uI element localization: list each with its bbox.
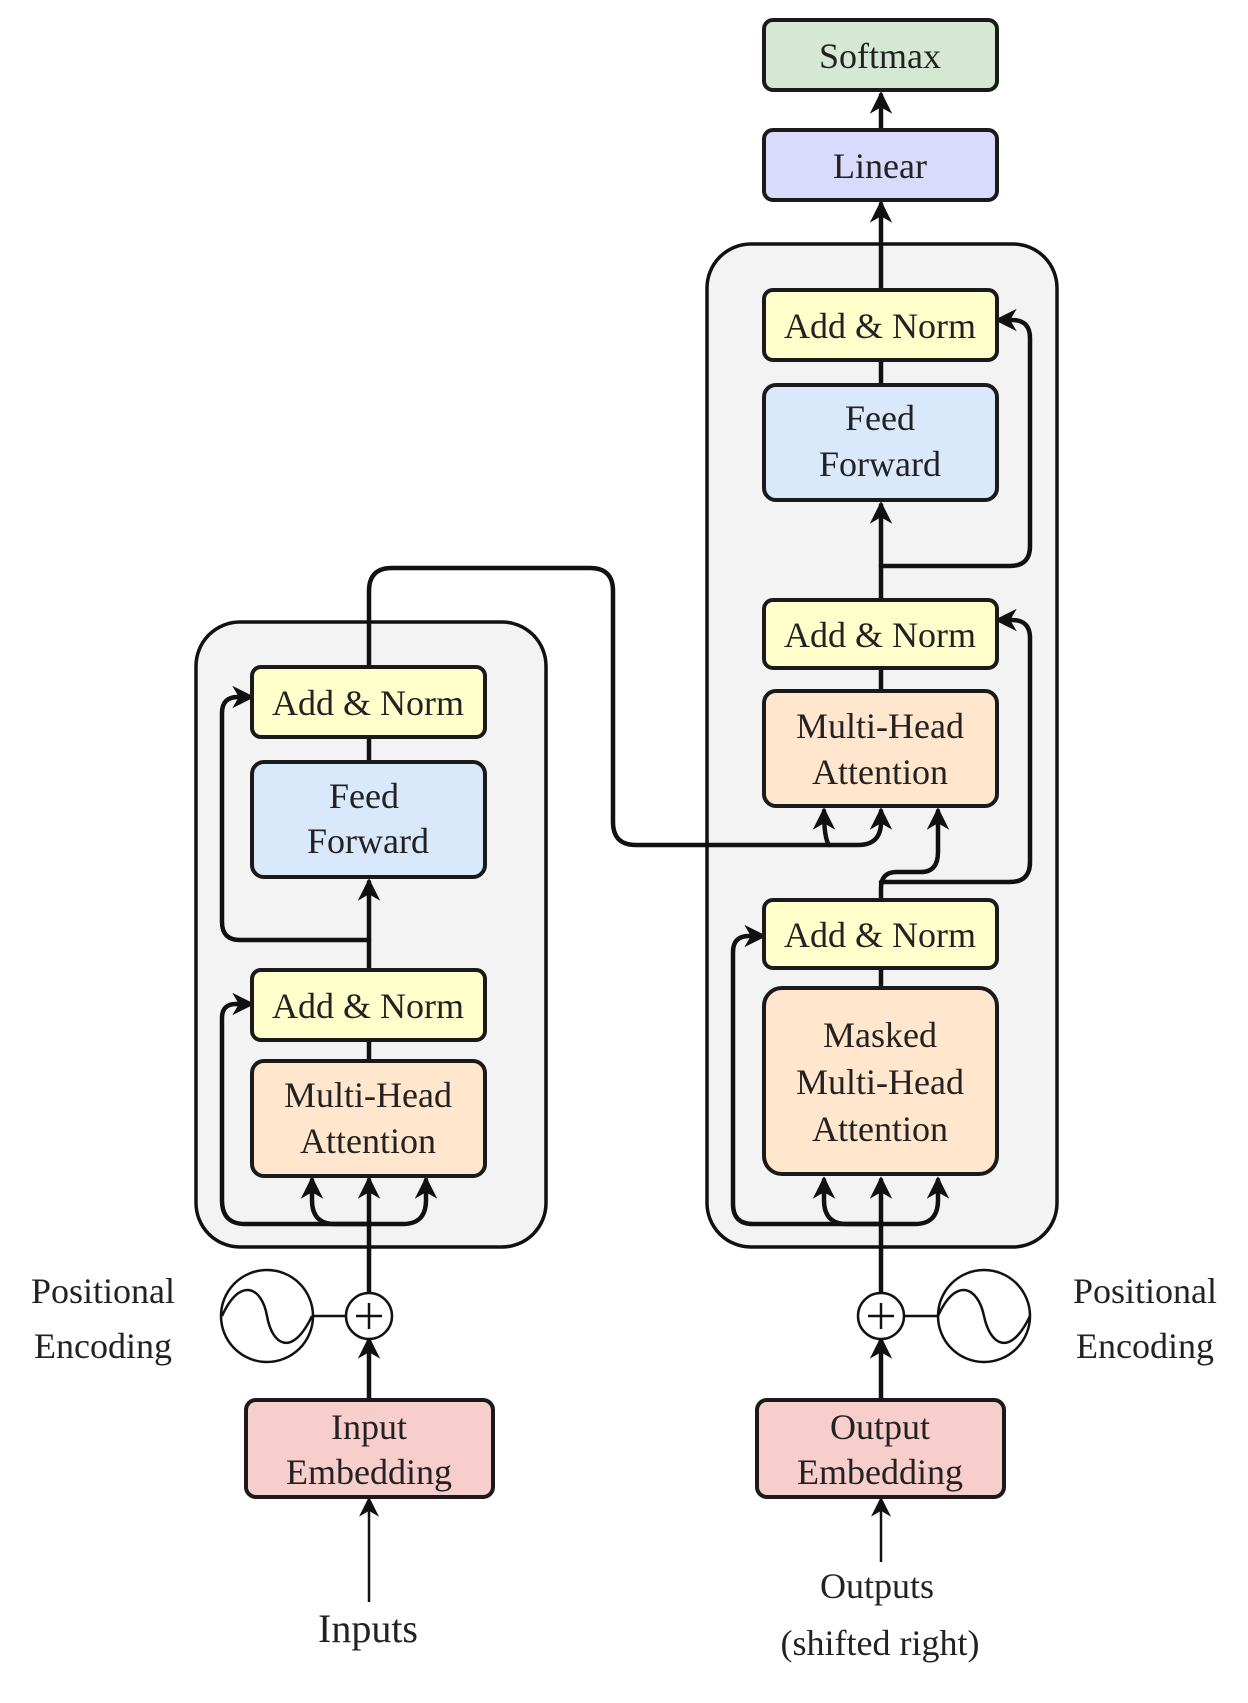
decoder-multi-head-attention: Multi-Head Attention: [762, 689, 999, 808]
decoder-masked-multi-head-attention: Masked Multi-Head Attention: [762, 986, 999, 1176]
masked-attention-label-line-3: Attention: [812, 1109, 948, 1149]
attention-box: [762, 689, 999, 808]
add-norm-label: Add & Norm: [784, 615, 976, 655]
input-embedding-block: Input Embedding: [244, 1398, 495, 1499]
sine-wave-icon: [936, 1288, 1032, 1344]
decoder-add-norm-top: Add & Norm: [762, 288, 999, 362]
input-embedding-box: [244, 1398, 495, 1499]
masked-attention-box: [762, 986, 999, 1176]
inputs-label: Inputs: [318, 1606, 418, 1651]
output-embedding-box: [755, 1398, 1006, 1499]
encoder-multi-head-attention: Multi-Head Attention: [250, 1059, 487, 1178]
decoder-feed-forward: Feed Forward: [762, 383, 999, 502]
decoder-positional-encoding-label-line-2: Encoding: [1076, 1326, 1214, 1366]
outputs-label-line-2: (shifted right): [781, 1623, 980, 1663]
decoder-add-norm-bottom: Add & Norm: [762, 898, 999, 970]
feed-forward-label-line-2: Forward: [307, 821, 429, 861]
encoder-feed-forward: Feed Forward: [250, 760, 487, 879]
attention-label-line-1: Multi-Head: [284, 1075, 452, 1115]
sine-wave-icon: [220, 1288, 314, 1344]
feed-forward-label-line-1: Feed: [329, 776, 399, 816]
outputs-label-line-1: Outputs: [820, 1566, 934, 1606]
add-norm-label: Add & Norm: [272, 683, 464, 723]
encoder-add-norm-bottom: Add & Norm: [250, 968, 487, 1042]
linear-box: [762, 128, 999, 202]
add-norm-label: Add & Norm: [272, 986, 464, 1026]
feed-forward-label-line-2: Forward: [819, 444, 941, 484]
plus-icon: [356, 1303, 382, 1329]
encoder-positional-encoding-label-line-1: Positional: [31, 1271, 175, 1311]
feed-forward-box: [250, 760, 487, 879]
softmax-box: [762, 18, 999, 92]
attention-label-line-2: Attention: [812, 752, 948, 792]
softmax-block: Softmax: [762, 18, 999, 92]
output-embedding-label-line-1: Output: [830, 1407, 930, 1447]
output-embedding-block: Output Embedding: [755, 1398, 1006, 1499]
encoder-add-norm-top: Add & Norm: [250, 665, 487, 739]
decoder-connectors: [730, 91, 1033, 1562]
output-embedding-label-line-2: Embedding: [797, 1452, 963, 1492]
add-norm-box: [762, 898, 999, 970]
encoder-connectors: [219, 565, 893, 1602]
input-embedding-label-line-2: Embedding: [286, 1452, 452, 1492]
masked-attention-label-line-1: Masked: [823, 1015, 937, 1055]
softmax-label: Softmax: [819, 36, 941, 76]
feed-forward-box: [762, 383, 999, 502]
decoder-add-norm-mid: Add & Norm: [762, 598, 999, 670]
add-norm-box: [762, 288, 999, 362]
plus-icon: [868, 1303, 894, 1329]
add-norm-label: Add & Norm: [784, 915, 976, 955]
masked-attention-label-line-2: Multi-Head: [796, 1062, 964, 1102]
attention-label-line-1: Multi-Head: [796, 706, 964, 746]
add-norm-label: Add & Norm: [784, 306, 976, 346]
add-norm-box: [250, 665, 487, 739]
feed-forward-label-line-1: Feed: [845, 398, 915, 438]
attention-label-line-2: Attention: [300, 1121, 436, 1161]
attention-box: [250, 1059, 487, 1178]
decoder-positional-encoding-label-line-1: Positional: [1073, 1271, 1217, 1311]
add-norm-box: [250, 968, 487, 1042]
linear-label: Linear: [833, 146, 927, 186]
linear-block: Linear: [762, 128, 999, 202]
encoder-positional-encoding-label-line-2: Encoding: [34, 1326, 172, 1366]
add-norm-box: [762, 598, 999, 670]
input-embedding-label-line-1: Input: [331, 1407, 407, 1447]
